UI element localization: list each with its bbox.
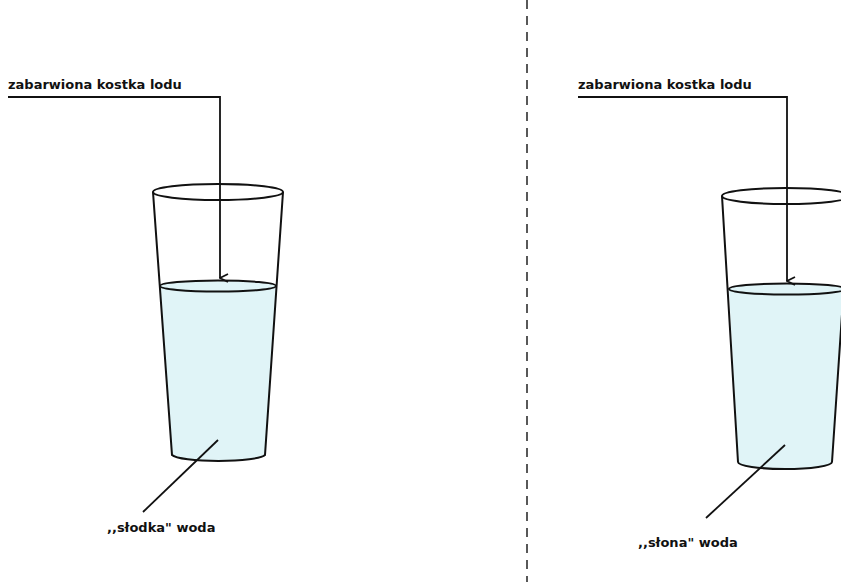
callout-label: zabarwiona kostka lodu: [578, 77, 752, 93]
leader-line: [143, 440, 218, 512]
leader-arrow: [8, 97, 220, 278]
callout-label: zabarwiona kostka lodu: [8, 77, 182, 93]
divider-line: [526, 0, 528, 582]
leader-line: [706, 445, 785, 518]
glass: [722, 188, 841, 469]
water-label: ,,słodka" woda: [107, 520, 215, 536]
water-label: ,,słona" woda: [638, 535, 738, 551]
glass: [153, 184, 283, 461]
leader-arrow: [578, 97, 787, 281]
